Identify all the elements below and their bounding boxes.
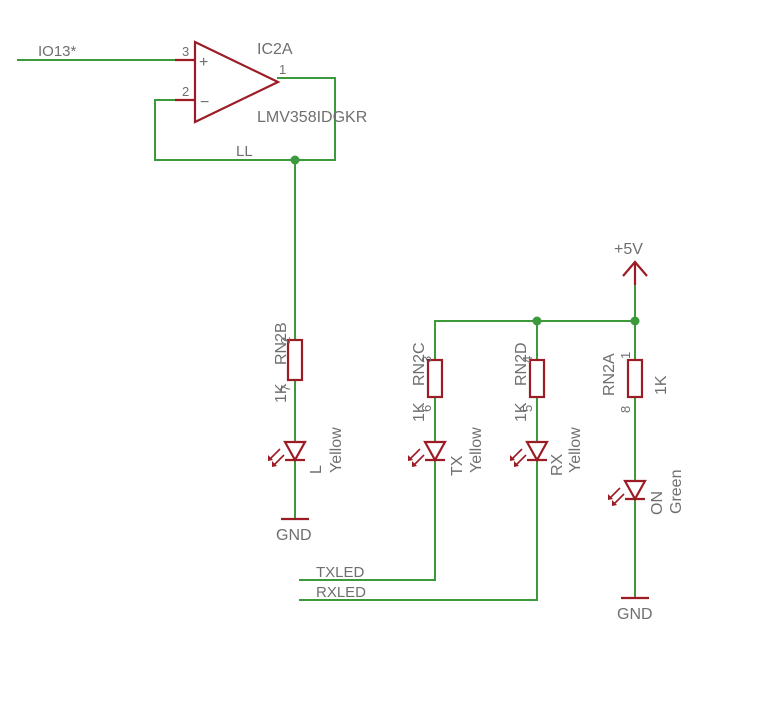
resistor-body-rn2a bbox=[626, 358, 644, 399]
led-triangle-tx bbox=[423, 440, 447, 463]
led-name-rx: RX bbox=[549, 453, 566, 476]
opamp-plus-sign: + bbox=[199, 54, 208, 71]
led-light-arrows-rx bbox=[510, 448, 527, 467]
wire-5v-bus bbox=[434, 320, 636, 361]
net-label-ll: LL bbox=[236, 143, 253, 160]
resistor-rn2c: 3 6 RN2C 1K bbox=[411, 342, 444, 422]
resistor-rn2a: 1 8 RN2A 1K bbox=[601, 352, 670, 413]
resistor-pin-bottom-rn2b: 7 bbox=[278, 385, 293, 392]
resistor-body-rn2d bbox=[528, 358, 546, 399]
led-name-tx: TX bbox=[449, 455, 466, 476]
led-light-arrows-l bbox=[268, 448, 285, 467]
opamp-name: IC2A bbox=[257, 41, 293, 58]
junction-5v-mid bbox=[532, 316, 542, 326]
led-color-tx: Yellow bbox=[468, 427, 485, 473]
junction-5v-right bbox=[630, 316, 640, 326]
led-triangle-l bbox=[283, 440, 307, 463]
opamp-pin-noninv: 3 bbox=[182, 44, 189, 59]
ground-left: GND bbox=[276, 517, 312, 544]
led-color-l: Yellow bbox=[328, 427, 345, 473]
resistor-body-rn2c bbox=[426, 358, 444, 399]
wire-txled bbox=[299, 459, 436, 581]
resistor-pin-top-rn2b: 2 bbox=[278, 337, 293, 344]
wires bbox=[17, 59, 636, 601]
led-tx: TX Yellow bbox=[408, 427, 485, 476]
resistor-pin-bottom-rn2a: 8 bbox=[618, 406, 633, 413]
resistor-value-rn2a: 1K bbox=[653, 375, 670, 395]
resistor-value-rn2c: 1K bbox=[411, 402, 428, 422]
resistor-body-rn2b bbox=[286, 338, 304, 382]
opamp-minus-sign: − bbox=[200, 94, 209, 111]
resistor-value-rn2b: 1K bbox=[273, 383, 290, 403]
resistor-name-rn2c: RN2C bbox=[411, 342, 428, 386]
led-color-rx: Yellow bbox=[567, 427, 584, 473]
supply-label: +5V bbox=[614, 241, 643, 258]
resistor-pin-bottom-rn2c: 6 bbox=[419, 405, 434, 412]
wire-feedback bbox=[154, 77, 336, 161]
ground-right: GND bbox=[617, 596, 653, 623]
led-triangle-on bbox=[623, 479, 647, 502]
ground-label-left: GND bbox=[276, 527, 312, 544]
resistor-rn2d: 4 5 RN2D 1K bbox=[513, 342, 546, 422]
led-name-on: ON bbox=[649, 491, 666, 515]
opamp-pin-inv: 2 bbox=[182, 84, 189, 99]
resistor-value-rn2d: 1K bbox=[513, 402, 530, 422]
wire-rxled bbox=[299, 459, 538, 601]
resistor-pin-top-rn2d: 4 bbox=[520, 356, 535, 363]
led-rx: RX Yellow bbox=[510, 427, 584, 476]
net-label-txled: TXLED bbox=[316, 564, 365, 581]
resistor-name-rn2a: RN2A bbox=[601, 353, 618, 396]
net-label-io13: IO13* bbox=[38, 43, 77, 60]
resistor-pin-bottom-rn2d: 5 bbox=[520, 405, 535, 412]
resistor-pin-top-rn2c: 3 bbox=[419, 356, 434, 363]
opamp-pin-out: 1 bbox=[279, 62, 286, 77]
resistor-name-rn2b: RN2B bbox=[273, 322, 290, 365]
opamp-triangle bbox=[193, 40, 281, 124]
led-light-arrows-tx bbox=[408, 448, 425, 467]
led-light-arrows-on bbox=[608, 487, 625, 506]
junction-ll bbox=[290, 155, 300, 165]
opamp-value: LMV358IDGKR bbox=[257, 109, 367, 126]
supply-5v: +5V bbox=[614, 241, 648, 285]
led-l: L Yellow bbox=[268, 427, 345, 474]
led-name-l: L bbox=[308, 465, 325, 474]
led-on: ON Green bbox=[608, 470, 685, 515]
led-color-on: Green bbox=[668, 470, 685, 514]
resistor-pin-top-rn2a: 1 bbox=[618, 352, 633, 359]
net-label-rxled: RXLED bbox=[316, 584, 366, 601]
resistor-rn2b: 2 7 RN2B 1K bbox=[273, 322, 304, 403]
led-triangle-rx bbox=[525, 440, 549, 463]
resistor-name-rn2d: RN2D bbox=[513, 342, 530, 386]
ground-label-right: GND bbox=[617, 606, 653, 623]
opamp-ic2a: + − 3 2 1 IC2A LMV358IDGKR bbox=[175, 40, 367, 126]
